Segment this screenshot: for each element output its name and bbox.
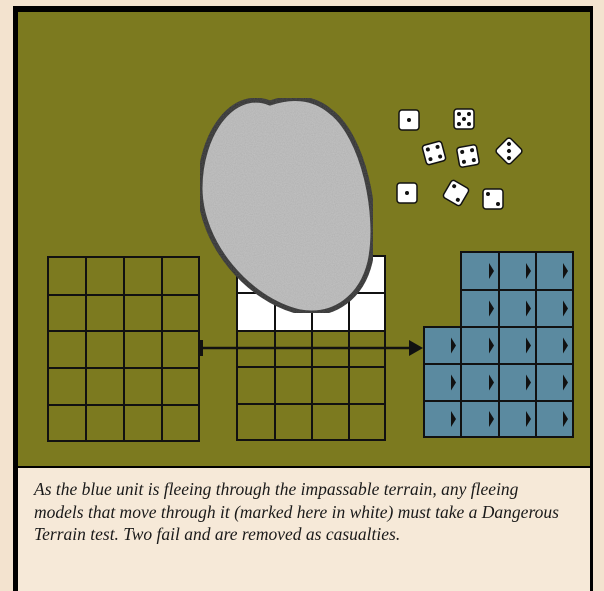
model-base-marked <box>349 293 385 331</box>
die-icon <box>397 183 417 203</box>
die-icon <box>483 189 503 209</box>
die-icon <box>456 144 479 167</box>
die-icon <box>422 141 446 165</box>
die-icon <box>399 110 419 130</box>
battlefield-diagram <box>18 12 590 466</box>
die-icon <box>454 109 474 129</box>
caption-text: As the blue unit is fleeing through the … <box>34 478 570 546</box>
